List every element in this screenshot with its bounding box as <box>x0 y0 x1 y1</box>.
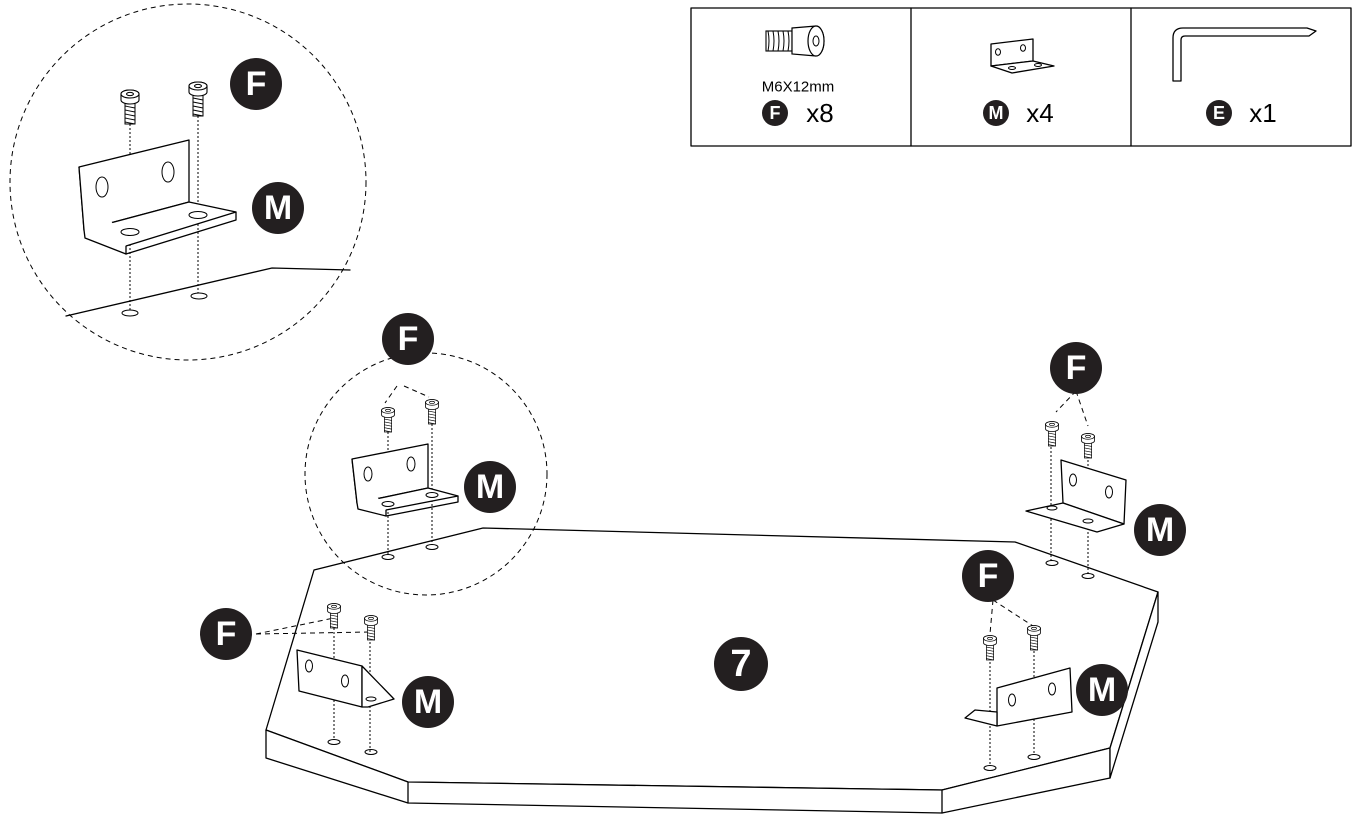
bracket-callout-badge: M <box>1076 664 1128 716</box>
bolt-icon <box>1046 422 1059 446</box>
bracket-assembly-front-right: F M <box>962 550 1128 771</box>
svg-text:M: M <box>476 468 504 506</box>
key-letter-badge: E <box>1206 100 1232 126</box>
detail-zoom-view: F M <box>9 3 367 361</box>
parts-legend: M6X12mm F x8 M x4 <box>690 7 1352 147</box>
screw-callout-badge: F <box>200 608 252 660</box>
key-qty: x1 <box>1249 98 1276 128</box>
bracket-callout-badge: M <box>1134 504 1186 556</box>
l-bracket <box>78 139 237 255</box>
svg-text:F: F <box>770 103 781 123</box>
svg-text:E: E <box>1213 103 1225 123</box>
screw-callout-badge: F <box>1050 342 1102 394</box>
detail-zoom-circle <box>9 3 367 361</box>
svg-text:F: F <box>1066 349 1087 387</box>
bracket-assembly-front-left: F M <box>200 604 454 755</box>
bracket-callout-badge: M <box>464 461 516 513</box>
board-top <box>265 527 1159 791</box>
bolt-icon <box>1082 434 1095 458</box>
svg-text:M: M <box>989 103 1004 123</box>
bolt-icon <box>765 25 825 57</box>
svg-text:F: F <box>398 320 419 358</box>
bracket-callout-badge: M <box>252 182 304 234</box>
key-legend-cell: E x1 <box>1172 27 1317 128</box>
svg-text:F: F <box>978 557 999 595</box>
svg-text:F: F <box>216 615 237 653</box>
bracket-qty: x4 <box>1026 98 1053 128</box>
bolt-icon <box>120 89 140 125</box>
svg-text:M: M <box>414 683 442 721</box>
screw-callout-badge: F <box>962 550 1014 602</box>
board-number-badge: 7 <box>714 637 768 691</box>
bracket-assembly-back-left: F M <box>304 313 548 596</box>
l-bracket-icon <box>990 38 1055 74</box>
board-edge-line <box>65 267 351 317</box>
legend-frame <box>690 7 1352 147</box>
svg-text:M: M <box>1088 671 1116 709</box>
svg-text:7: 7 <box>730 643 751 685</box>
allen-key-icon <box>1172 27 1317 82</box>
board-panel <box>265 527 1159 814</box>
svg-text:M: M <box>264 189 292 227</box>
bolt-icon <box>382 408 395 432</box>
bracket-callout-badge: M <box>402 676 454 728</box>
svg-text:F: F <box>246 65 267 103</box>
screw-qty: x8 <box>806 98 833 128</box>
screw-spec: M6X12mm <box>762 79 835 96</box>
screw-callout-badge: F <box>382 313 434 365</box>
bolt-icon <box>188 81 208 117</box>
bracket-assembly-back-right: F M <box>1025 342 1186 579</box>
bracket-letter-badge: M <box>983 100 1009 126</box>
screw-legend-cell: M6X12mm F x8 <box>762 25 835 128</box>
screw-callout-badge: F <box>230 58 282 110</box>
bolt-icon <box>426 400 439 424</box>
bracket-legend-cell: M x4 <box>983 38 1055 128</box>
svg-text:M: M <box>1146 511 1174 549</box>
screw-letter-badge: F <box>762 100 788 126</box>
